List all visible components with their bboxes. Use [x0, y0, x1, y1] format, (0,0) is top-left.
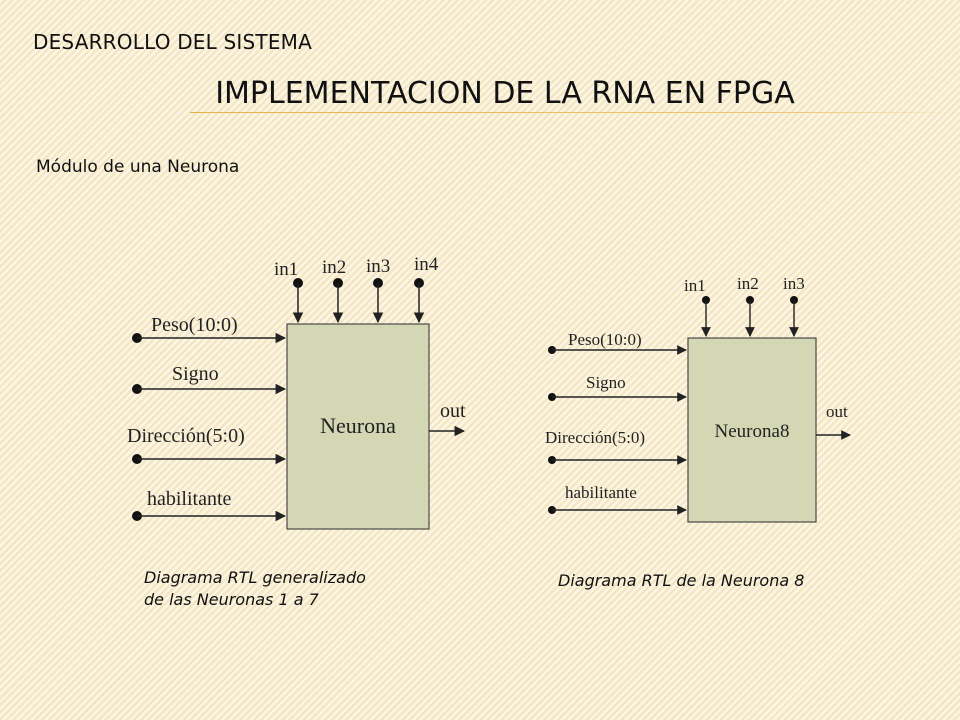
top-input-label-in4: in4	[414, 254, 439, 275]
caption-neurona8: Diagrama RTL de la Neurona 8	[558, 571, 805, 590]
left-input-label-direccion: Dirección(5:0)	[127, 425, 245, 447]
r-top-input-label-in1: in1	[684, 276, 706, 295]
left-input-signo: Signo	[132, 363, 287, 395]
r-left-input-label-peso: Peso(10:0)	[568, 330, 642, 349]
rtl-diagram-neurona8: Neurona8 in1 in2 in3 Peso(10:0) Signo	[545, 274, 851, 523]
r-left-input-habilitante: habilitante	[548, 483, 687, 515]
left-input-label-peso: Peso(10:0)	[151, 314, 238, 336]
top-input-in1: in1	[274, 259, 304, 324]
caption-generalized: Diagrama RTL generalizado de las Neurona…	[144, 567, 444, 611]
r-left-input-label-signo: Signo	[586, 373, 626, 392]
neurona8-block-label: Neurona8	[715, 421, 790, 442]
r-left-input-label-direccion: Dirección(5:0)	[545, 428, 645, 447]
r-left-input-peso: Peso(10:0)	[548, 330, 687, 355]
r-output-label-out: out	[826, 402, 848, 421]
neurona-block-label: Neurona	[320, 413, 396, 438]
rtl-diagram-generalized: Neurona in1 in2 in3 in4 Peso(10:0)	[127, 254, 466, 530]
neurona8-block	[687, 337, 817, 523]
r-top-input-in2: in2	[737, 274, 759, 337]
r-top-input-label-in2: in2	[737, 274, 759, 293]
r-top-input-in3: in3	[783, 274, 805, 337]
left-input-direccion: Dirección(5:0)	[127, 425, 287, 465]
caption-generalized-line1: Diagrama RTL generalizado	[144, 568, 366, 587]
top-input-label-in3: in3	[366, 256, 390, 277]
section-header: DESARROLLO DEL SISTEMA	[33, 30, 313, 54]
top-input-in2: in2	[322, 257, 346, 324]
slide-title: IMPLEMENTACION DE LA RNA EN FPGA	[215, 76, 795, 111]
top-input-label-in2: in2	[322, 257, 346, 278]
left-input-peso: Peso(10:0)	[132, 314, 287, 344]
r-top-input-in1: in1	[684, 276, 711, 337]
neurona-block	[286, 323, 430, 530]
r-top-input-label-in3: in3	[783, 274, 805, 293]
output-out: out	[429, 400, 466, 437]
r-left-input-signo: Signo	[548, 373, 687, 402]
top-input-in4: in4	[413, 254, 439, 324]
title-underline	[190, 112, 960, 113]
r-output-out: out	[816, 402, 851, 440]
left-input-habilitante: habilitante	[132, 488, 287, 522]
left-input-label-habilitante: habilitante	[147, 488, 232, 510]
left-input-label-signo: Signo	[172, 363, 219, 385]
r-left-input-label-habilitante: habilitante	[565, 483, 637, 502]
top-input-label-in1: in1	[274, 259, 298, 280]
output-label-out: out	[440, 400, 466, 422]
subtitle: Módulo de una Neurona	[36, 157, 240, 177]
caption-generalized-line2: de las Neuronas 1 a 7	[144, 590, 319, 609]
r-left-input-direccion: Dirección(5:0)	[545, 428, 687, 465]
top-input-in3: in3	[366, 256, 390, 324]
